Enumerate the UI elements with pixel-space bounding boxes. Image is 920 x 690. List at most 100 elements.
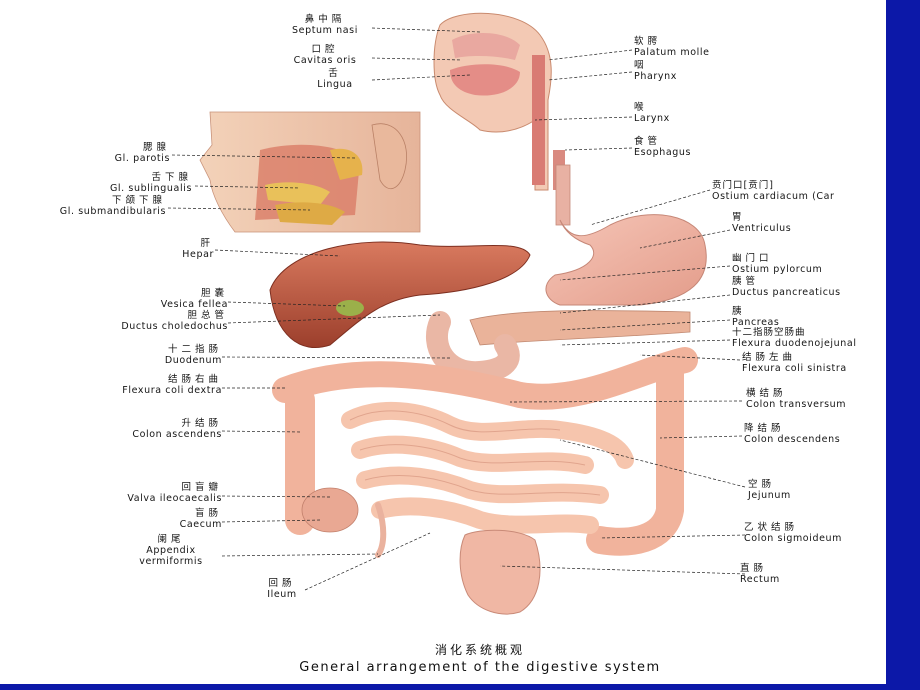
label-zh: 阑尾 — [157, 534, 185, 545]
label-duodenum: 十二指肠 Duodenum — [120, 344, 222, 366]
label-zh: 软腭 — [634, 36, 662, 47]
label-la: Cavitas oris — [293, 55, 357, 66]
label-jejunum: 空肠 Jejunum — [748, 479, 858, 501]
label-colon-descendens: 降结肠 Colon descendens — [744, 423, 884, 445]
label-hepar: 肝 Hepar — [150, 238, 214, 260]
label-sublingualis: 舌下腺 Gl. sublingualis — [40, 172, 192, 194]
label-parotis: 腮腺 Gl. parotis — [60, 142, 170, 164]
label-ileum: 回肠 Ileum — [250, 578, 314, 600]
label-zh: 胰管 — [732, 276, 760, 287]
label-la: Caecum — [179, 519, 222, 530]
label-la: Septum nasi — [292, 25, 358, 36]
label-la: Gl. parotis — [114, 153, 170, 164]
descending-colon — [586, 356, 684, 556]
label-la: Flexura coli sinistra — [742, 363, 847, 374]
label-la: Gl. sublingualis — [109, 183, 192, 194]
label-la: Ductus pancreaticus — [732, 287, 841, 298]
label-septum-nasi: 鼻中隔 Septum nasi — [280, 14, 370, 36]
label-zh: 直肠 — [740, 563, 768, 574]
label-la: Flexura coli dextra — [122, 385, 222, 396]
figure-caption: 消化系统概观 General arrangement of the digest… — [180, 641, 780, 675]
label-la: Larynx — [634, 113, 670, 124]
label-la: Ileum — [267, 589, 297, 600]
label-la-2: vermiformis — [139, 556, 203, 567]
label-la: Ostium pylorcum — [732, 264, 823, 275]
pancreas-shape — [469, 310, 691, 346]
label-flexura-coli-dextra: 结肠右曲 Flexura coli dextra — [80, 374, 222, 396]
label-zh: 十二指肠 — [167, 344, 222, 355]
label-flexura-duodenojejunalis: 十二指肠空肠曲 Flexura duodenojejunal — [732, 327, 884, 349]
face-with-salivary-glands — [199, 111, 421, 233]
label-la: Palatum molle — [634, 47, 710, 58]
label-la: Hepar — [182, 249, 214, 260]
label-cavitas-oris: 口腔 Cavitas oris — [280, 44, 370, 66]
label-pancreas: 胰 Pancreas — [732, 306, 842, 328]
label-ostium-pyloricum: 幽门口 Ostium pylorcum — [732, 253, 872, 275]
label-larynx: 喉 Larynx — [634, 102, 744, 124]
label-la: Jejunum — [748, 490, 791, 501]
label-colon-ascendens: 升结肠 Colon ascendens — [80, 418, 222, 440]
label-zh: 肝 — [200, 238, 214, 249]
label-zh: 降结肠 — [744, 423, 785, 434]
label-caecum: 盲肠 Caecum — [120, 508, 222, 530]
label-zh: 幽门口 — [732, 253, 773, 264]
label-zh: 结肠左曲 — [742, 352, 797, 363]
label-valva-ileocaecalis: 回盲瓣 Valva ileocaecalis — [80, 482, 222, 504]
label-zh: 舌下腺 — [151, 172, 192, 183]
label-rectum: 直肠 Rectum — [740, 563, 850, 585]
head-sagittal-section — [433, 12, 565, 191]
stomach — [545, 214, 707, 306]
liver — [269, 241, 531, 349]
label-la: Ductus choledochus — [121, 321, 228, 332]
label-la: Esophagus — [634, 147, 692, 158]
label-zh: 十二指肠空肠曲 — [732, 327, 806, 338]
label-lingua: 舌 Lingua — [300, 68, 370, 90]
label-palatum-molle: 软腭 Palatum molle — [634, 36, 744, 58]
small-intestine — [341, 402, 634, 534]
label-la: Colon descendens — [744, 434, 841, 445]
label-appendix: 阑尾 Appendix vermiformis — [120, 534, 222, 567]
label-zh: 胆囊 — [200, 288, 228, 299]
caption-en: General arrangement of the digestive sys… — [299, 660, 661, 675]
label-la: Pancreas — [732, 317, 780, 328]
label-zh: 胆总管 — [187, 310, 228, 321]
label-esophagus: 食管 Esophagus — [634, 136, 744, 158]
label-colon-sigmoideum: 乙状结肠 Colon sigmoideum — [744, 522, 884, 544]
label-zh: 胃 — [732, 212, 746, 223]
leader-lines — [167, 27, 746, 591]
caption-zh: 消化系统概观 — [434, 643, 525, 657]
label-zh: 贲门口[贲门] — [712, 180, 774, 191]
label-la: Colon sigmoideum — [744, 533, 843, 544]
label-zh: 喉 — [634, 102, 648, 113]
right-blue-bar — [886, 0, 920, 690]
label-zh: 横结肠 — [746, 388, 787, 399]
label-zh: 回盲瓣 — [181, 482, 222, 493]
appendix-shape — [375, 502, 387, 558]
label-la: Vesica fellea — [160, 299, 228, 310]
label-la: Lingua — [317, 79, 353, 90]
label-la: Colon transversum — [746, 399, 847, 410]
bottom-blue-bar — [0, 684, 920, 690]
label-zh: 咽 — [634, 60, 648, 71]
label-la: Ostium cardiacum (Car — [712, 191, 835, 202]
label-zh: 腮腺 — [142, 142, 170, 153]
esophagus-tube — [555, 164, 571, 226]
label-zh: 乙状结肠 — [744, 522, 799, 533]
label-colon-transversum: 横结肠 Colon transversum — [746, 388, 884, 410]
gallbladder — [336, 300, 364, 316]
label-ostium-cardiacum: 贲门口[贲门] Ostium cardiacum (Car — [712, 180, 884, 202]
label-zh: 回肠 — [268, 578, 296, 589]
label-la: Flexura duodenojejunal — [732, 338, 857, 349]
label-ventriculus: 胃 Ventriculus — [732, 212, 842, 234]
label-submandibularis: 下颌下腺 Gl. submandibularis — [14, 195, 166, 217]
label-zh: 舌 — [328, 68, 342, 79]
label-la: Rectum — [740, 574, 780, 585]
label-zh: 升结肠 — [181, 418, 222, 429]
label-vesica-fellea: 胆囊 Vesica fellea — [120, 288, 228, 310]
transverse-colon — [272, 347, 698, 410]
label-la: Gl. submandibularis — [59, 206, 166, 217]
label-zh: 结肠右曲 — [167, 374, 222, 385]
label-zh: 盲肠 — [194, 508, 222, 519]
label-la: Appendix — [146, 545, 196, 556]
